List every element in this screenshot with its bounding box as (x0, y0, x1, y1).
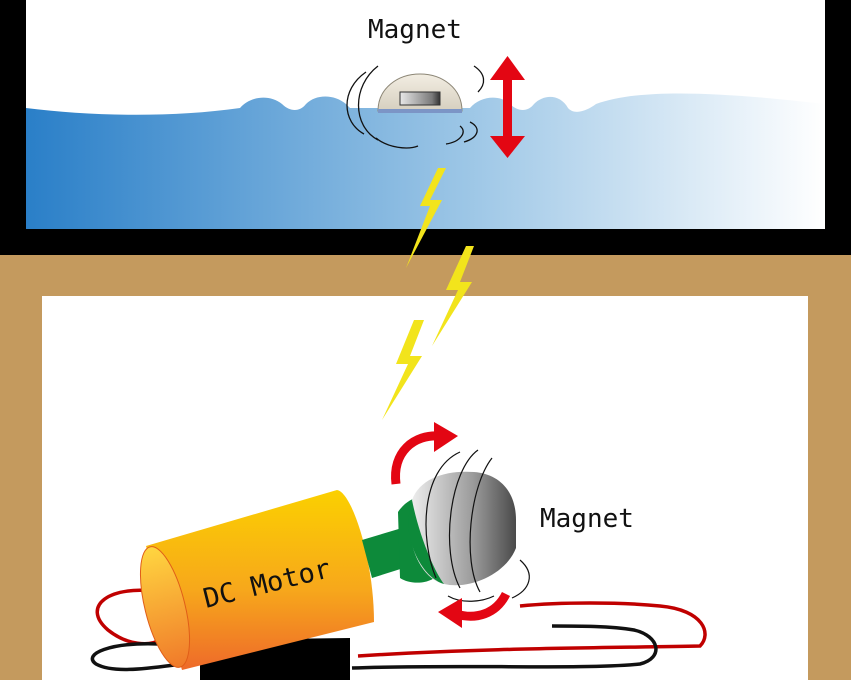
motor-end-face (139, 546, 191, 668)
top-magnet-label: Magnet (368, 15, 462, 45)
lightning-bolt-icon (382, 168, 474, 420)
magnetic-field-lines-top (346, 65, 485, 149)
water-surface (26, 93, 825, 229)
rotation-arrowheads (434, 422, 462, 628)
motor-wires (90, 588, 707, 672)
dc-motor: DC Motor (139, 490, 374, 670)
water-tank (0, 0, 851, 255)
bar-magnet-icon (399, 91, 441, 106)
wooden-stand (0, 250, 851, 680)
floating-magnet (377, 73, 463, 113)
magnetic-field-lines-bottom (425, 449, 530, 602)
double-arrow-vertical-icon (490, 56, 525, 158)
rotating-magnet (408, 471, 516, 586)
bottom-magnet-label: Magnet (540, 504, 634, 534)
